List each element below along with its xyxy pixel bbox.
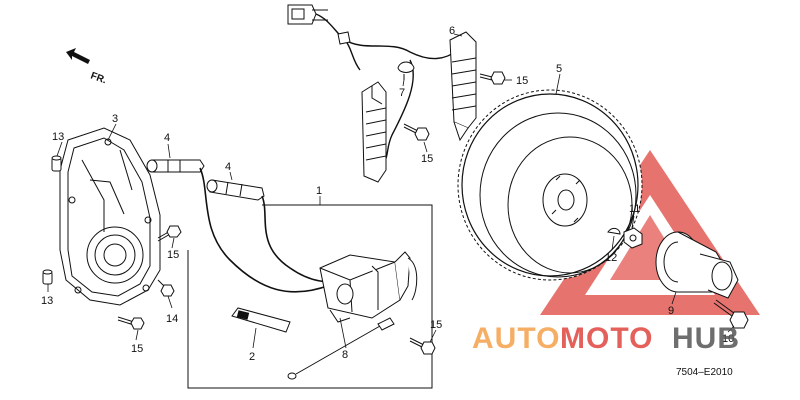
- part-insulator-plate: [231, 307, 291, 333]
- charge-coil-right: [449, 31, 477, 142]
- callout-7: 7: [399, 87, 405, 99]
- bolt-cover-lower: [117, 316, 145, 330]
- drawing-code: 7504–E2010: [676, 367, 733, 378]
- callout-numbers: 1 2 3 4 4 5 6 7 8 9 10 11 12 13 13 14 15…: [41, 25, 734, 363]
- watermark-text-hub: HUB: [672, 322, 740, 355]
- flywheel-nut: [623, 227, 643, 249]
- bolt-coil-right: [479, 71, 506, 85]
- wire-clip-7: [397, 61, 415, 80]
- callout-4b: 4: [225, 161, 231, 173]
- part-cover-plate: [59, 127, 161, 306]
- callout-4a: 4: [164, 132, 170, 144]
- callout-15c: 15: [421, 153, 433, 165]
- watermark-logo-text: AUTO MOTO HUB: [472, 322, 740, 355]
- callout-15a: 15: [167, 249, 179, 261]
- starter-pulley: [655, 231, 739, 299]
- callout-9: 9: [668, 305, 674, 317]
- assembly-bracket-outline: [187, 204, 433, 389]
- callout-8: 8: [342, 349, 348, 361]
- ignition-coil: [319, 251, 418, 323]
- callout-12: 12: [605, 252, 617, 264]
- bolt-part-14: [157, 279, 175, 297]
- dowel-pin-lower: [42, 269, 53, 285]
- callout-3: 3: [112, 113, 118, 125]
- plug-cap-lower: [206, 179, 265, 201]
- callout-6: 6: [449, 25, 455, 37]
- flywheel: [457, 89, 643, 281]
- callout-2: 2: [249, 351, 255, 363]
- plug-cap-upper: [146, 159, 205, 173]
- front-direction-arrow: FR.: [66, 48, 108, 86]
- bolt-coil-left: [403, 123, 430, 141]
- woodruff-key: [607, 227, 621, 235]
- wire-connector: [287, 4, 328, 25]
- charge-coil-left: [361, 81, 387, 183]
- bolt-cover-right: [157, 225, 182, 242]
- callout-13a: 13: [52, 131, 64, 143]
- callout-15b: 15: [131, 343, 143, 355]
- direction-label: FR.: [89, 70, 108, 86]
- callout-13b: 13: [41, 295, 53, 307]
- callout-1: 1: [316, 185, 322, 197]
- bolt-coil: [409, 337, 436, 355]
- callout-5: 5: [556, 63, 562, 75]
- wire-clip-harness: [337, 31, 351, 45]
- dowel-pin-upper: [51, 155, 62, 172]
- watermark-text-moto: MOTO: [560, 322, 653, 355]
- callout-15d: 15: [516, 75, 528, 87]
- callout-15e: 15: [430, 319, 442, 331]
- wiring-harness: [315, 13, 459, 166]
- pulley-bolt: [713, 299, 749, 329]
- callout-14: 14: [166, 313, 178, 325]
- callout-11: 11: [629, 203, 640, 215]
- part-ground-wire: [287, 317, 395, 380]
- callout-10: 10: [722, 333, 734, 345]
- watermark-text-auto: AUTO: [472, 322, 560, 355]
- leader-lines: [47, 33, 735, 349]
